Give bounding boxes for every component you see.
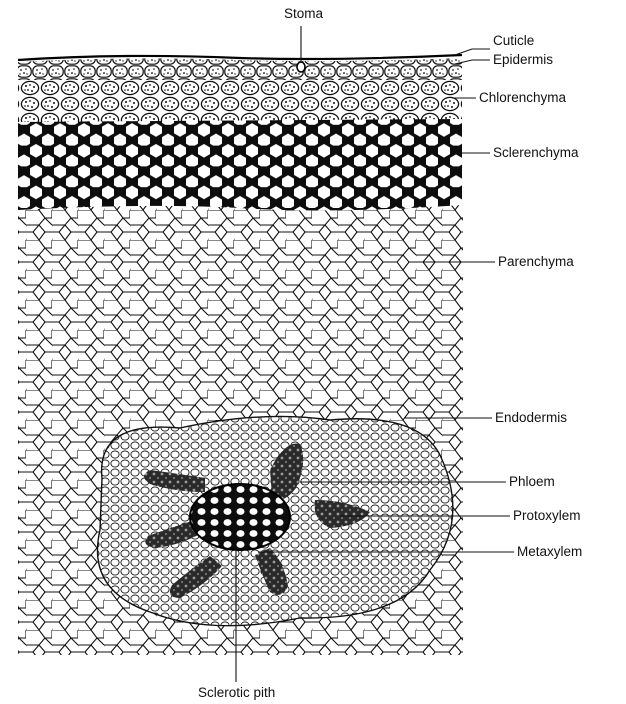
label-sclerotic-pith: Sclerotic pith [198,685,275,700]
label-metaxylem: Metaxylem [517,544,582,559]
tissue-section [18,58,463,655]
label-cuticle: Cuticle [493,33,534,48]
label-endodermis: Endodermis [495,410,567,425]
epidermis-layer [18,58,462,82]
sclerotic-pith [190,484,290,550]
label-parenchyma: Parenchyma [498,254,574,269]
chlorenchyma-layer [18,80,462,125]
label-stoma: Stoma [284,6,324,21]
label-protoxylem: Protoxylem [513,508,581,523]
label-phloem: Phloem [509,474,555,489]
label-sclerenchyma: Sclerenchyma [493,145,579,160]
label-chlorenchyma: Chlorenchyma [479,90,567,105]
sclerenchyma-layer [18,119,462,210]
stoma [297,62,305,72]
label-epidermis: Epidermis [493,52,553,67]
